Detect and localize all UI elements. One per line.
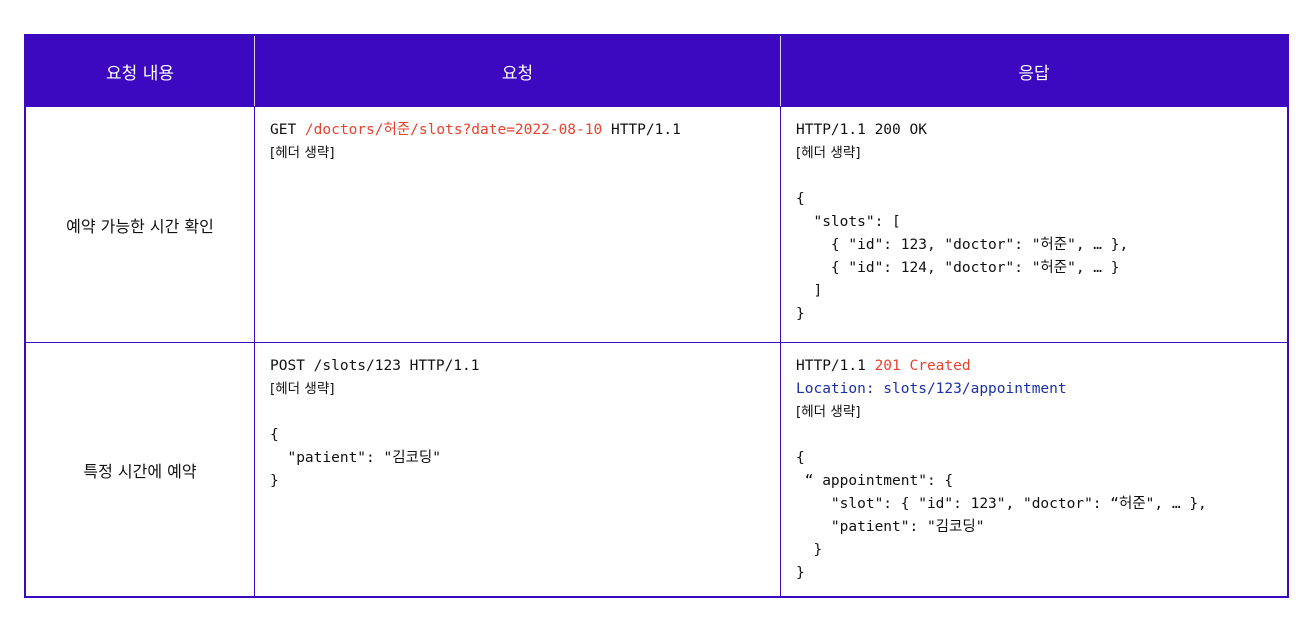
blank-line [796,165,1287,188]
row-2-request-body-line: } [270,473,279,489]
header-request: 요청 [254,36,780,106]
row-1-response-body-line: { [796,191,805,207]
header-response: 응답 [780,36,1287,106]
row-1-response-headers-note: [헤더 생략] [796,145,861,161]
row-2-response-status-prefix: HTTP/1.1 [796,358,875,374]
blank-line [270,401,780,424]
row-1-response-body-line: { "id": 123, "doctor": "허준", … }, [796,237,1129,253]
row-1-request-line: GET /doctors/허준/slots?date=2022-08-10 HT… [270,119,780,142]
row-1-request-path: /doctors/허준/slots?date=2022-08-10 [304,122,603,138]
row-2-label: 특정 시간에 예약 [26,342,254,596]
row-1-response-body-line: "slots": [ [796,214,901,230]
row-2-response-body-line: } [796,565,805,581]
row-1-request-method: GET [270,122,305,138]
header-request-content: 요청 내용 [26,36,254,106]
row-1-response-body-line: { "id": 124, "doctor": "허준", … } [796,260,1120,276]
row-2-request-line: POST /slots/123 HTTP/1.1 [270,358,480,374]
row-2-request-headers-note: [헤더 생략] [270,381,335,397]
row-1-request-headers-note: [헤더 생략] [270,145,335,161]
row-2-response-body-line: { [796,450,805,466]
row-2-response-location-header: Location: slots/123/appointment [796,381,1067,397]
row-2-response-body-line: "patient": "김코딩" [796,519,985,535]
row-2-response-body-line: “ appointment": { [796,473,954,489]
row-2-request-body-line: { [270,427,279,443]
row-2-response-headers-note: [헤더 생략] [796,404,861,420]
row-1-response-status-line: HTTP/1.1 200 OK [796,122,927,138]
row-1-label: 예약 가능한 시간 확인 [26,106,254,342]
blank-line [796,424,1287,447]
row-1-response: HTTP/1.1 200 OK [헤더 생략] { "slots": [ { "id… [780,106,1287,342]
row-1-response-body-line: ] [796,283,823,299]
row-1-request-version: HTTP/1.1 [602,122,681,138]
row-2-response-status-code: 201 Created [874,358,971,374]
row-2-request: POST /slots/123 HTTP/1.1 [헤더 생략] { "patien… [254,342,780,596]
row-1-response-body-line: } [796,306,805,322]
row-2-response-body-line: } [796,542,823,558]
api-table: 요청 내용 요청 응답 예약 가능한 시간 확인 GET /doctors/허준… [24,34,1289,598]
row-2-response-body-line: "slot": { "id": 123", "doctor": “허준", … … [796,496,1207,512]
row-2-request-body-line: "patient": "김코딩" [270,450,441,466]
row-2-response-status-line: HTTP/1.1 201 Created [796,355,1287,378]
row-1-request: GET /doctors/허준/slots?date=2022-08-10 HT… [254,106,780,342]
